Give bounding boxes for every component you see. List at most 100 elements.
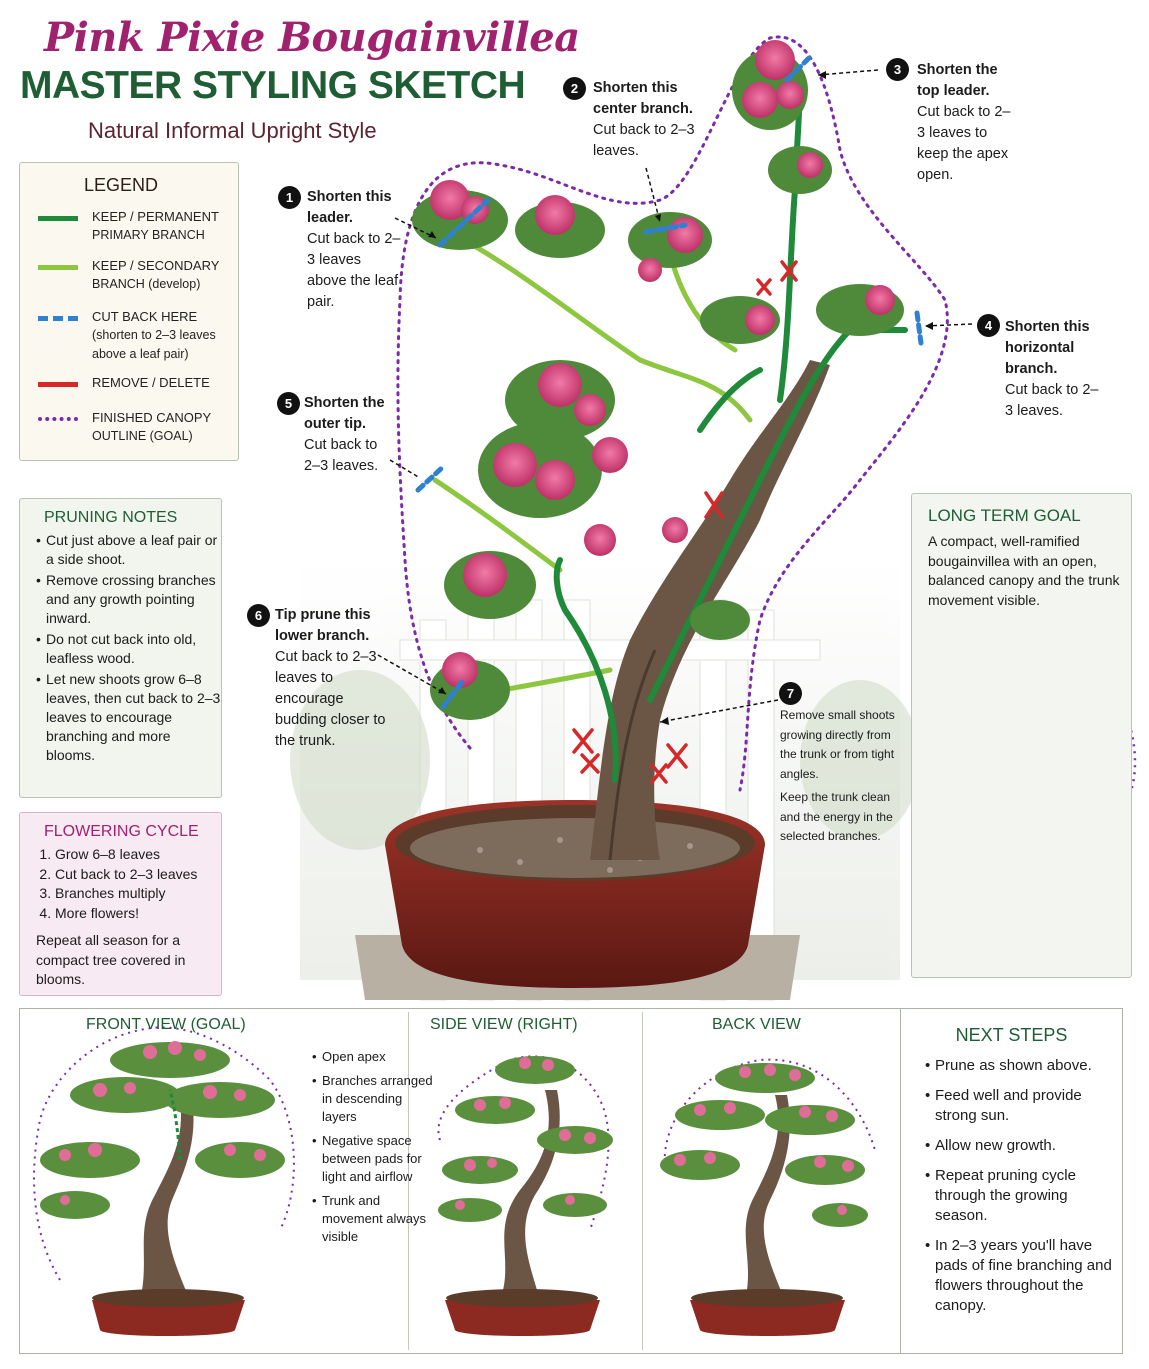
legend-panel: LEGEND KEEP / PERMANENT PRIMARY BRANCH KE…: [19, 162, 239, 461]
list-item: Trunk and movement always visible: [312, 1192, 437, 1246]
callout-arrowheads: [428, 71, 933, 725]
callout-arrows: [377, 69, 973, 723]
callout-number-1: 1: [278, 186, 301, 209]
legend-label-line2: PRIMARY BRANCH: [92, 228, 205, 242]
list-item: Open apex: [312, 1048, 437, 1066]
legend-item-remove: REMOVE / DELETE: [38, 373, 210, 392]
callout-body: Cut back to 2–3 leaves to encourage budd…: [275, 649, 386, 749]
legend-label: CUT BACK HERE: [92, 309, 198, 324]
list-item: Branches arranged in descending layers: [312, 1072, 437, 1126]
side-view-tree: [437, 1055, 613, 1336]
front-view-points: Open apex Branches arranged in descendin…: [296, 1048, 437, 1252]
list-item: Let new shoots grow 6–8 leaves, then cut…: [36, 670, 221, 765]
page-title: Pink Pixie Bougainvillea: [44, 14, 580, 61]
trunk: [590, 360, 830, 861]
legend-label-line2: (shorten to 2–3 leaves: [92, 328, 216, 342]
callout-head: Shorten this horizontal branch.: [1005, 319, 1090, 377]
list-item: In 2–3 years you'll have pads of fine br…: [925, 1236, 1122, 1316]
callout-body: Cut back to 2–3 leaves.: [1005, 382, 1099, 419]
remove-marks: [572, 260, 798, 784]
list-item: Do not cut back into old, leafless wood.: [36, 630, 221, 668]
list-item: Cut back to 2–3 leaves: [55, 865, 221, 885]
callout-body: Cut back to 2–3 leaves.: [304, 437, 379, 474]
callout-head: Shorten this leader.: [307, 189, 392, 226]
callout-1: Shorten this leader. Cut back to 2–3 lea…: [307, 187, 402, 313]
legend-label: FINISHED CANOPY: [92, 410, 212, 425]
callout-4: Shorten this horizontal branch. Cut back…: [1005, 317, 1105, 422]
next-steps-panel: NEXT STEPS Prune as shown above. Feed we…: [900, 1008, 1123, 1354]
callout-3: Shorten the top leader. Cut back to 2–3 …: [917, 60, 1012, 186]
callout-7: Remove small shoots growing directly fro…: [780, 706, 906, 847]
page-subtitle: MASTER STYLING SKETCH: [20, 64, 526, 107]
next-steps-title: NEXT STEPS: [955, 1025, 1068, 1045]
callout-body-2: Keep the trunk clean and the energy in t…: [780, 790, 893, 843]
callout-5: Shorten the outer tip. Cut back to 2–3 l…: [304, 393, 394, 477]
long-term-goal-title: LONG TERM GOAL: [928, 506, 1081, 525]
legend-title: LEGEND: [84, 175, 159, 195]
front-view-title: FRONT VIEW (GOAL): [86, 1016, 246, 1033]
back-view-tree: [660, 1058, 876, 1336]
callout-number-2: 2: [563, 77, 586, 100]
legend-item-primary: KEEP / PERMANENT PRIMARY BRANCH: [38, 207, 219, 245]
legend-label-line3: above a leaf pair): [92, 347, 189, 361]
legend-item-secondary: KEEP / SECONDARY BRANCH (develop): [38, 256, 219, 294]
long-term-goal-panel: LONG TERM GOAL A compact, well-ramified …: [911, 493, 1132, 978]
legend-label: KEEP / PERMANENT: [92, 209, 219, 224]
pruning-notes-panel: PRUNING NOTES Cut just above a leaf pair…: [19, 498, 222, 798]
flowering-cycle-note: Repeat all season for a compact tree cov…: [36, 932, 186, 987]
pruning-notes-list: Cut just above a leaf pair or a side sho…: [20, 531, 221, 765]
legend-label-line2: BRANCH (develop): [92, 277, 201, 291]
legend-swatch-remove: [38, 382, 78, 387]
callout-number-7: 7: [779, 682, 802, 705]
list-item: Feed well and provide strong sun.: [925, 1086, 1122, 1126]
legend-swatch-cut: [38, 316, 78, 321]
list-item: Repeat pruning cycle through the growing…: [925, 1166, 1122, 1226]
callout-number-4: 4: [977, 314, 1000, 337]
legend-item-canopy: FINISHED CANOPY OUTLINE (GOAL): [38, 408, 211, 446]
back-view-title: BACK VIEW: [712, 1016, 801, 1033]
callout-head: Shorten the top leader.: [917, 62, 998, 99]
view-divider: [642, 1012, 643, 1350]
callout-head: Tip prune this lower branch.: [275, 607, 371, 644]
callout-head: Shorten the outer tip.: [304, 395, 385, 432]
style-line: Natural Informal Upright Style: [88, 118, 377, 143]
pruning-notes-title: PRUNING NOTES: [44, 509, 178, 526]
list-item: Branches multiply: [55, 884, 221, 904]
foliage-clusters: [412, 40, 904, 720]
front-view-tree: [33, 1026, 295, 1336]
legend-label: REMOVE / DELETE: [92, 375, 210, 390]
callout-number-3: 3: [886, 58, 909, 81]
cut-marks: [415, 52, 924, 710]
list-item: More flowers!: [55, 904, 221, 924]
legend-swatch-canopy: [38, 417, 78, 421]
list-item: Negative space between pads for light an…: [312, 1132, 437, 1186]
list-item: Prune as shown above.: [925, 1056, 1122, 1076]
callout-head: Shorten this center branch.: [593, 80, 693, 117]
list-item: Cut just above a leaf pair or a side sho…: [36, 531, 221, 569]
callout-6: Tip prune this lower branch. Cut back to…: [275, 605, 387, 752]
callout-body: Cut back to 2–3 leaves above the leaf pa…: [307, 231, 401, 310]
flowering-cycle-title: FLOWERING CYCLE: [44, 823, 199, 840]
canopy-outline-goal: [396, 35, 949, 792]
callout-number-6: 6: [247, 604, 270, 627]
callout-number-5: 5: [277, 392, 300, 415]
list-item: Remove crossing branches and any growth …: [36, 571, 221, 628]
flowering-cycle-steps: Grow 6–8 leaves Cut back to 2–3 leaves B…: [20, 845, 221, 923]
legend-swatch-primary: [38, 216, 78, 221]
callout-body: Cut back to 2–3 leaves to keep the apex …: [917, 104, 1011, 183]
list-item: Grow 6–8 leaves: [55, 845, 221, 865]
long-term-goal-text: A compact, well-ramified bougainvillea w…: [928, 533, 1120, 608]
callout-body: Cut back to 2–3 leaves.: [593, 122, 695, 159]
callout-2: Shorten this center branch. Cut back to …: [593, 78, 705, 162]
legend-label: KEEP / SECONDARY: [92, 258, 220, 273]
legend-label-line2: OUTLINE (GOAL): [92, 429, 193, 443]
flowering-cycle-panel: FLOWERING CYCLE Grow 6–8 leaves Cut back…: [19, 812, 222, 996]
bonsai-pot: [385, 800, 765, 988]
legend-swatch-secondary: [38, 265, 78, 270]
callout-body: Remove small shoots growing directly fro…: [780, 708, 895, 781]
side-view-title: SIDE VIEW (RIGHT): [430, 1016, 578, 1033]
legend-item-cut: CUT BACK HERE (shorten to 2–3 leaves above…: [38, 307, 216, 364]
next-steps-list: Prune as shown above. Feed well and prov…: [901, 1056, 1122, 1316]
list-item: Allow new growth.: [925, 1136, 1122, 1156]
